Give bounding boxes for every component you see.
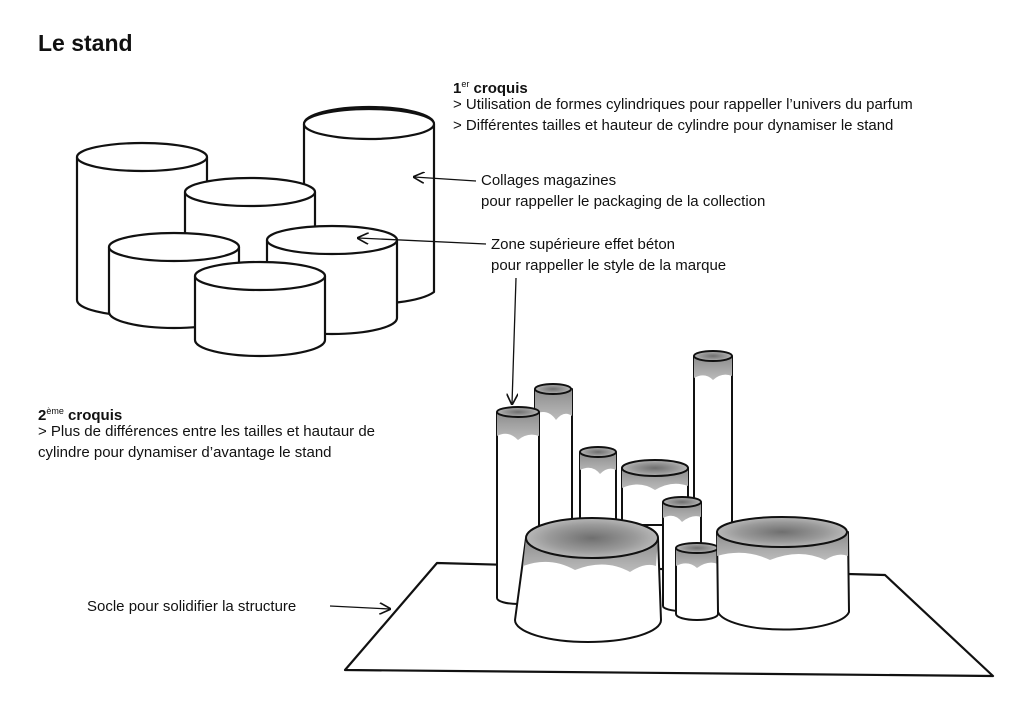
sketch1-heading-number: 1 bbox=[453, 80, 462, 97]
sketch2-bullet-line-2: cylindre pour dynamiser d’avantage le st… bbox=[38, 444, 332, 461]
sketch2-pillar-small bbox=[579, 446, 617, 521]
annotation-arrows bbox=[329, 177, 516, 609]
sketch2-cylinders bbox=[496, 350, 850, 643]
sketch2-cylinder-big-right bbox=[716, 516, 850, 631]
sketch2-heading-sup: ème bbox=[46, 406, 64, 416]
sketch2-heading-word: croquis bbox=[68, 407, 123, 424]
arrow-collages bbox=[414, 177, 477, 181]
sketch1-heading-word: croquis bbox=[473, 80, 528, 97]
sketch1-heading: 1er croquis bbox=[453, 74, 528, 100]
sketch1-bullet-1: > Utilisation de formes cylindriques pou… bbox=[453, 96, 913, 113]
annotation-zone-line-1: Zone supérieure effet béton bbox=[491, 236, 676, 253]
sketch2-cylinder-small-front bbox=[675, 542, 719, 621]
annotation-collages-line-2: pour rappeller le packaging de la collec… bbox=[481, 193, 766, 210]
sketch2-cylinder-big-front bbox=[514, 517, 662, 643]
annotation-socle: Socle pour solidifier la structure bbox=[87, 598, 297, 615]
arrow-zone bbox=[358, 238, 487, 245]
sketch2-heading-number: 2 bbox=[38, 407, 47, 424]
arrow-zone-down bbox=[512, 277, 516, 404]
sketch2-bullet-line-1: > Plus de différences entre les tailles … bbox=[38, 423, 376, 440]
annotation-collages-line-1: Collages magazines bbox=[481, 172, 617, 189]
page-title: Le stand bbox=[38, 30, 133, 56]
annotation-zone-line-2: pour rappeller le style de la marque bbox=[491, 257, 727, 274]
sketch2-heading: 2ème croquis bbox=[38, 401, 122, 427]
sketch1-bullet-2: > Différentes tailles et hauteur de cyli… bbox=[453, 117, 894, 134]
sketch1-cylinder-front-center bbox=[193, 260, 327, 358]
sketch2-pillar-2 bbox=[534, 383, 573, 531]
sketch1-heading-sup: er bbox=[461, 79, 470, 89]
sketch1-cylinders bbox=[75, 105, 436, 358]
arrow-socle bbox=[329, 606, 390, 609]
